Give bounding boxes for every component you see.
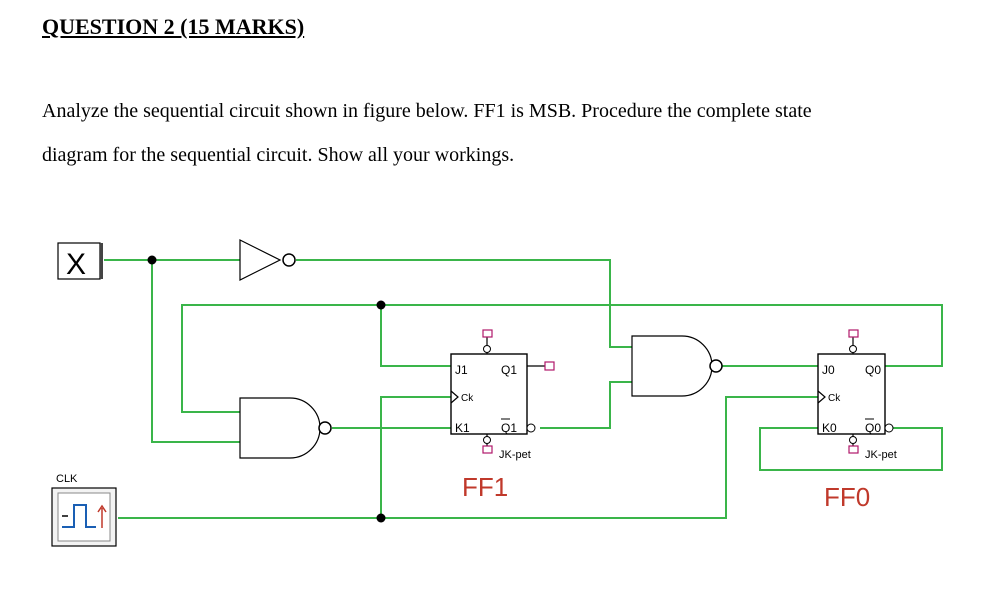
question-title: QUESTION 2 (15 MARKS) xyxy=(42,14,305,39)
ff0-type-label: JK-pet xyxy=(865,449,897,461)
clock-up-arrow-icon xyxy=(97,504,107,528)
ff0-qbar-label: Q0 xyxy=(865,421,881,435)
flip-flop-ff0: J0 Ck K0 Q0 Q0 JK-pet FF0 xyxy=(817,329,897,512)
nand-gate-1 xyxy=(239,397,332,459)
ff1-k-label: K1 xyxy=(455,421,470,435)
input-x-label: X xyxy=(66,248,86,281)
flip-flop-ff1: J1 Ck K1 Q1 Q1 JK-pet FF1 xyxy=(450,329,555,502)
ff1-qbar-label: Q1 xyxy=(501,421,517,435)
question-text-line-1: Analyze the sequential circuit shown in … xyxy=(42,100,812,122)
ff0-ck-label: Ck xyxy=(828,393,841,404)
question-text-line-2: diagram for the sequential circuit. Show… xyxy=(42,144,515,166)
ff1-q-label: Q1 xyxy=(501,363,517,377)
ff0-q-label: Q0 xyxy=(865,363,881,377)
ff1-name: FF1 xyxy=(462,472,508,502)
ff1-ck-label: Ck xyxy=(461,393,474,404)
clock-source: CLK xyxy=(51,473,117,547)
input-x: X xyxy=(57,242,103,281)
clock-wave-icon xyxy=(62,504,96,528)
ff0-k-label: K0 xyxy=(822,421,837,435)
circuit-wires xyxy=(104,259,943,519)
nand-gate-2 xyxy=(631,335,723,397)
ff0-j-label: J0 xyxy=(822,363,835,377)
not-gate xyxy=(239,239,296,281)
ff1-type-label: JK-pet xyxy=(499,449,531,461)
ff0-name: FF0 xyxy=(824,482,870,512)
clock-label: CLK xyxy=(56,473,78,485)
ff1-j-label: J1 xyxy=(455,363,468,377)
junction-dots xyxy=(147,255,386,523)
